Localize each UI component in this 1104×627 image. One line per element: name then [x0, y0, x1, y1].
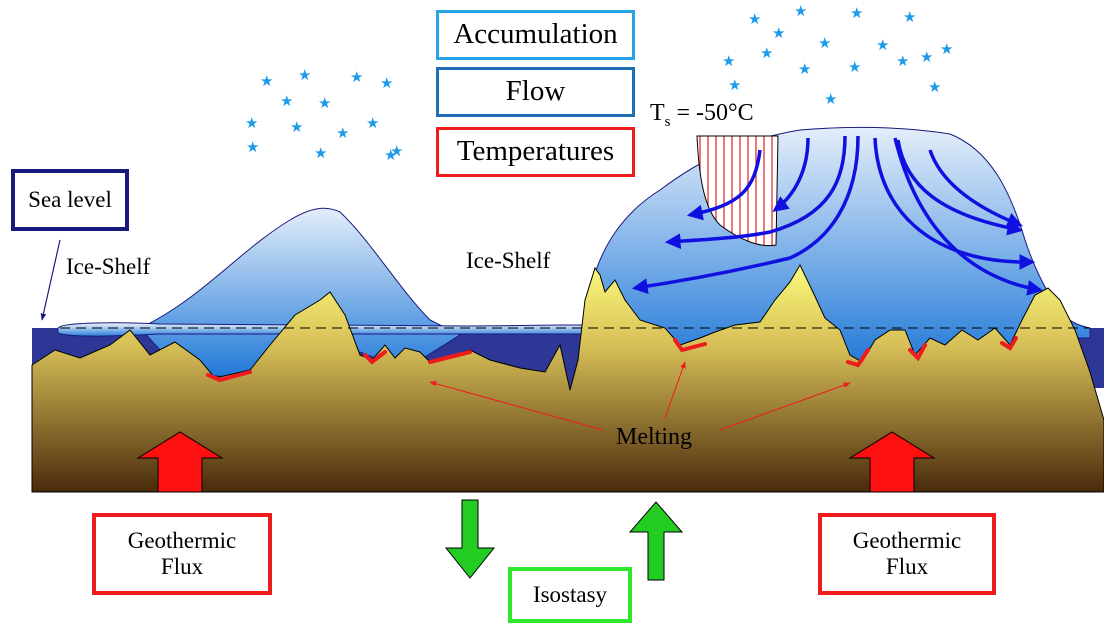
- svg-text:★: ★: [848, 58, 861, 76]
- svg-text:★: ★: [245, 114, 258, 132]
- ice-shelf-right-label: Ice-Shelf: [466, 248, 551, 273]
- svg-text:★: ★: [794, 2, 807, 20]
- legend-temperatures: Temperatures: [436, 127, 635, 177]
- svg-text:★: ★: [384, 146, 397, 164]
- legend-temperatures-label: Temperatures: [456, 135, 615, 168]
- geothermal-arrow-left: [136, 431, 224, 493]
- flow-arrows: [631, 135, 1044, 296]
- geothermic-flux-left-line1: Geothermic: [127, 527, 237, 553]
- sea-level-label: Sea level: [28, 186, 112, 212]
- svg-text:★: ★: [928, 78, 941, 96]
- sea-level-pointer: [40, 239, 61, 321]
- surface-temperature-label: Ts = -50°C: [650, 100, 754, 131]
- geothermic-flux-left-box: Geothermic Flux: [92, 513, 272, 595]
- svg-text:★: ★: [350, 68, 363, 86]
- svg-text:★: ★: [824, 90, 837, 108]
- bedrock: [31, 263, 1104, 493]
- geothermic-flux-right-line1: Geothermic: [852, 527, 962, 553]
- svg-text:★: ★: [290, 118, 303, 136]
- melt-zones: [206, 336, 1018, 383]
- ice-shelf-left-label: Ice-Shelf: [66, 254, 151, 279]
- svg-text:★: ★: [722, 52, 735, 70]
- svg-text:★: ★: [728, 76, 741, 94]
- svg-text:★: ★: [920, 48, 933, 66]
- svg-text:★: ★: [314, 144, 327, 162]
- svg-text:★: ★: [772, 24, 785, 42]
- svg-text:★: ★: [390, 142, 403, 160]
- svg-text:★: ★: [876, 36, 889, 54]
- legend-flow-label: Flow: [505, 75, 566, 108]
- sea-level-box: Sea level: [11, 169, 129, 231]
- geothermic-flux-right-line2: Flux: [885, 554, 929, 579]
- svg-text:★: ★: [280, 92, 293, 110]
- svg-text:★: ★: [260, 72, 273, 90]
- surface-temperature-subscript: s: [664, 113, 671, 130]
- legend-accumulation: Accumulation: [436, 10, 635, 60]
- isostasy-arrow-up: [628, 501, 684, 581]
- isostasy-arrow-down: [444, 499, 496, 579]
- snowfall: ★★★★ ★★★★ ★★★★ ★★ ★★★★ ★★★★ ★★★★ ★★★★ ★: [245, 2, 953, 164]
- svg-text:★: ★: [798, 60, 811, 78]
- legend-accumulation-label: Accumulation: [453, 18, 618, 51]
- isostasy-box: Isostasy: [508, 567, 632, 623]
- isostasy-label: Isostasy: [532, 581, 608, 607]
- surface-temperature-value: = -50°C: [670, 100, 754, 126]
- svg-text:★: ★: [298, 66, 311, 84]
- surface-temperature-symbol: T: [650, 100, 665, 126]
- svg-text:★: ★: [903, 8, 916, 26]
- svg-text:★: ★: [366, 114, 379, 132]
- geothermal-arrow-right: [848, 431, 936, 493]
- svg-text:★: ★: [760, 44, 773, 62]
- svg-text:★: ★: [380, 74, 393, 92]
- svg-text:★: ★: [940, 40, 953, 58]
- svg-text:★: ★: [896, 52, 909, 70]
- svg-text:★: ★: [748, 10, 761, 28]
- melting-label: Melting: [616, 424, 692, 450]
- geothermic-flux-left-line2: Flux: [160, 554, 204, 579]
- svg-text:★: ★: [318, 94, 331, 112]
- svg-text:★: ★: [850, 4, 863, 22]
- legend-flow: Flow: [436, 67, 635, 117]
- svg-text:★: ★: [336, 124, 349, 142]
- svg-text:★: ★: [246, 138, 259, 156]
- geothermic-flux-right-box: Geothermic Flux: [818, 513, 996, 595]
- svg-text:★: ★: [818, 34, 831, 52]
- melting-arrows: [429, 361, 851, 431]
